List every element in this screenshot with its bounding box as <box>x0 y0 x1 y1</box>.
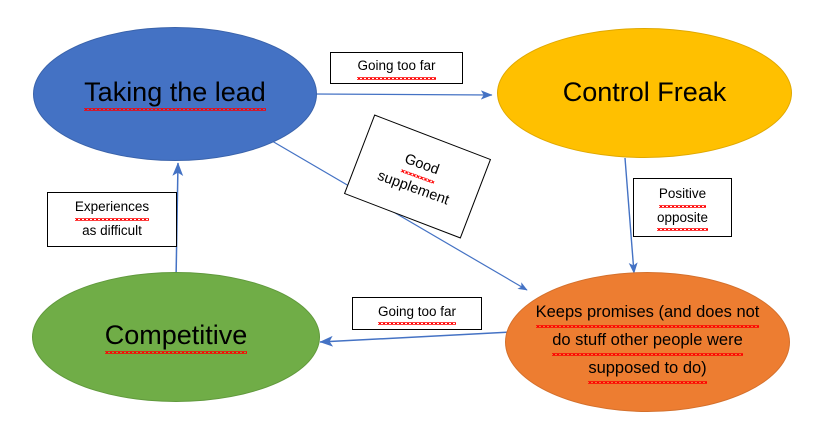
arrow-promises-to-competitive <box>319 331 513 347</box>
edge-label-text: Positive opposite <box>656 183 709 232</box>
edge-label-text: Experiences as difficult <box>74 197 150 238</box>
edge-label-text: Good supplement <box>374 141 461 212</box>
arrow-control-to-promises <box>624 157 638 274</box>
node-competitive-label: Competitive <box>93 319 260 355</box>
node-keeps-promises-label: Keeps promises (and does not do stuff ot… <box>526 300 770 383</box>
edge-label-going-too-far-bottom[interactable]: Going too far <box>352 297 482 330</box>
edge-label-text: Going too far <box>377 301 457 326</box>
arrow-competitive-to-lead <box>172 162 184 282</box>
arrow-lead-to-control <box>312 90 493 100</box>
node-control-freak[interactable]: Control Freak <box>497 28 792 158</box>
arrow-lead-to-promises <box>271 140 528 291</box>
edge-label-positive-opposite[interactable]: Positive opposite <box>633 178 732 237</box>
node-competitive[interactable]: Competitive <box>32 272 320 402</box>
edge-label-going-too-far-top[interactable]: Going too far <box>330 52 463 84</box>
node-control-freak-label: Control Freak <box>562 77 727 108</box>
edge-label-experiences-as-difficult[interactable]: Experiences as difficult <box>47 192 177 247</box>
node-keeps-promises[interactable]: Keeps promises (and does not do stuff ot… <box>505 272 790 412</box>
edge-label-text: Going too far <box>357 56 436 80</box>
node-taking-the-lead-label: Taking the lead <box>72 76 278 112</box>
node-taking-the-lead[interactable]: Taking the lead <box>33 27 317 161</box>
